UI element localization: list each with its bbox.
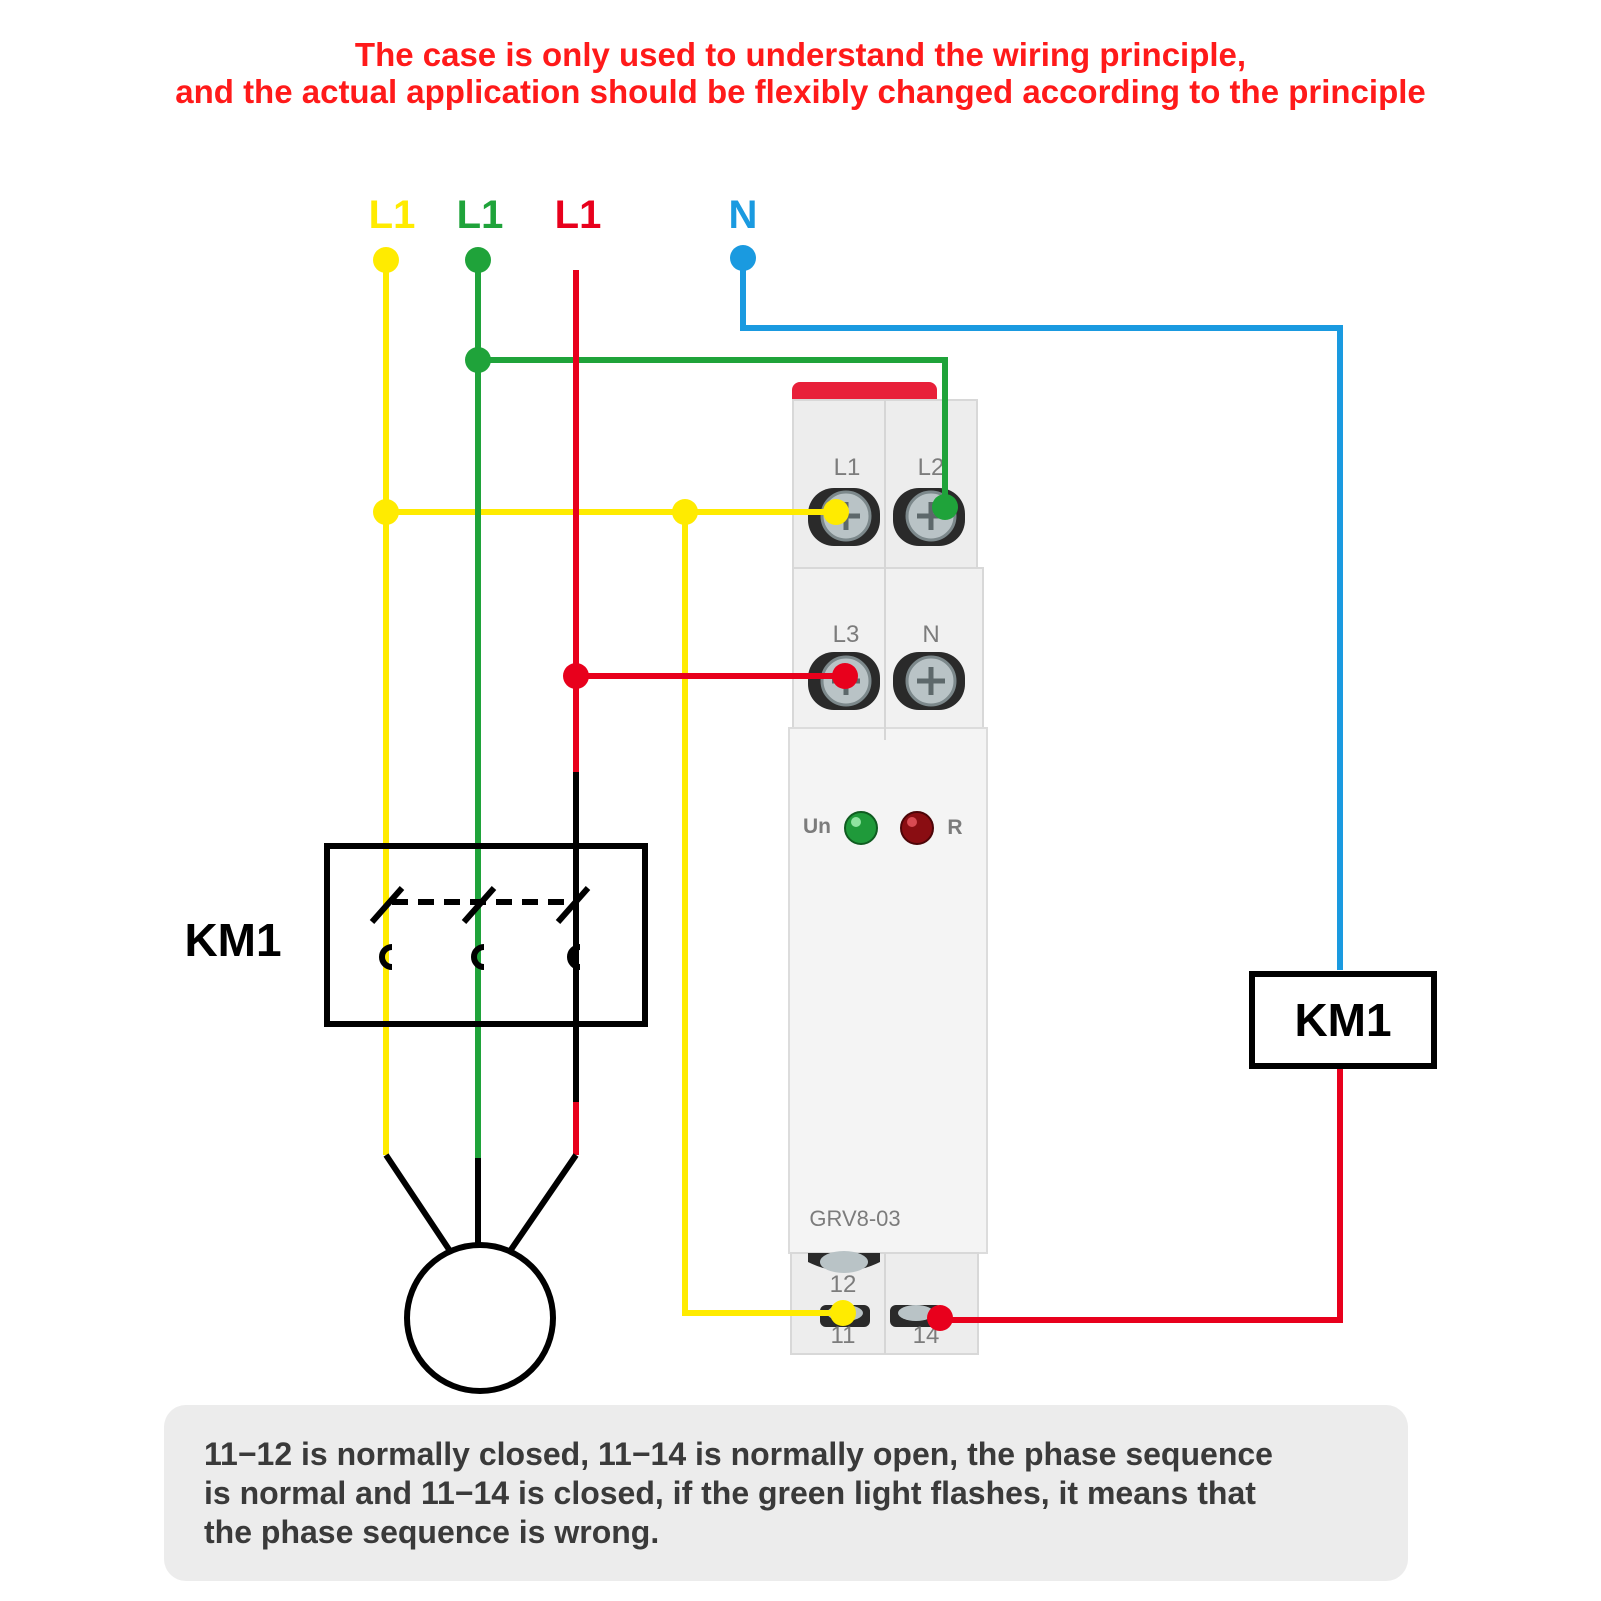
screw-terminal-12 [808, 1251, 880, 1273]
motor-lead-left [383, 1153, 455, 1256]
supply-label-red: L1 [555, 193, 602, 237]
header-line-2: and the actual application should be fle… [175, 73, 1426, 110]
note-line-1: 11−12 is normally closed, 11−14 is norma… [204, 1436, 1273, 1472]
header-note: The case is only used to understand the … [0, 36, 1601, 110]
terminal-dot-neutral-source [730, 245, 756, 271]
coil-box [1249, 971, 1437, 1069]
junction-dot-green [465, 347, 491, 373]
coil-label: KM1 [1294, 994, 1391, 1046]
led-un-green [844, 811, 878, 845]
supply-label-yellow: L1 [369, 193, 416, 237]
note-box: 11−12 is normally closed, 11−14 is norma… [164, 1405, 1408, 1581]
led-un-highlight [851, 817, 861, 827]
terminal-dot-green-source [465, 247, 491, 273]
contact-terminal-1 [379, 944, 393, 970]
connection-dot-l2 [932, 494, 958, 520]
junction-dot-yellow-right [672, 499, 698, 525]
supply-label-green: L1 [457, 193, 504, 237]
note-line-3: the phase sequence is wrong. [204, 1514, 660, 1550]
device-body [788, 727, 988, 1254]
contact-label-11: 11 [831, 1322, 856, 1349]
junction-dot-red [563, 663, 589, 689]
wire-green-to-l2 [478, 357, 948, 507]
terminal-dot-yellow-source [373, 247, 399, 273]
terminal-label-l3: L3 [833, 621, 860, 648]
contactor-km1: KM1 [184, 843, 648, 1027]
contact-blade-3 [555, 886, 591, 924]
contact-label-12: 12 [830, 1271, 857, 1298]
contactor-label: KM1 [184, 914, 281, 966]
device-model-label: GRV8-03 [809, 1206, 900, 1231]
wire-coil-return [940, 1068, 1343, 1323]
contact-blade-1 [369, 886, 405, 924]
led-label-un: Un [803, 815, 831, 838]
connection-dot-l3 [832, 663, 858, 689]
screw-terminal-n [893, 652, 965, 710]
terminal-label-l1: L1 [834, 454, 861, 481]
contact-terminal-3 [567, 944, 581, 970]
supply-label-neutral: N [729, 193, 758, 237]
coil-km1: KM1 [1249, 971, 1437, 1069]
connection-dot-l1 [823, 499, 849, 525]
led-r-red [900, 811, 934, 845]
terminal-label-n: N [922, 621, 939, 648]
phase-relay-device: L1 L2 L3 N Un R GRV8-03 12 11 14 [788, 382, 988, 1355]
led-r-highlight [907, 817, 917, 827]
connection-dot-contact-14 [927, 1305, 953, 1331]
note-line-2: is normal and 11−14 is closed, if the gr… [204, 1475, 1256, 1511]
connection-dot-contact-11 [830, 1300, 856, 1326]
terminal-label-l2: L2 [918, 454, 945, 481]
motor-lead-right [505, 1153, 579, 1256]
contact-terminal-2 [471, 944, 485, 970]
led-label-r: R [947, 816, 962, 839]
screw-terminal-l2 [893, 488, 965, 546]
motor-symbol [404, 1242, 556, 1394]
header-line-1: The case is only used to understand the … [354, 36, 1247, 73]
contactor-box [324, 843, 648, 1027]
wire-neutral [740, 258, 1343, 970]
junction-dot-yellow-left [373, 499, 399, 525]
wire-yellow-to-contact-11 [682, 512, 843, 1316]
